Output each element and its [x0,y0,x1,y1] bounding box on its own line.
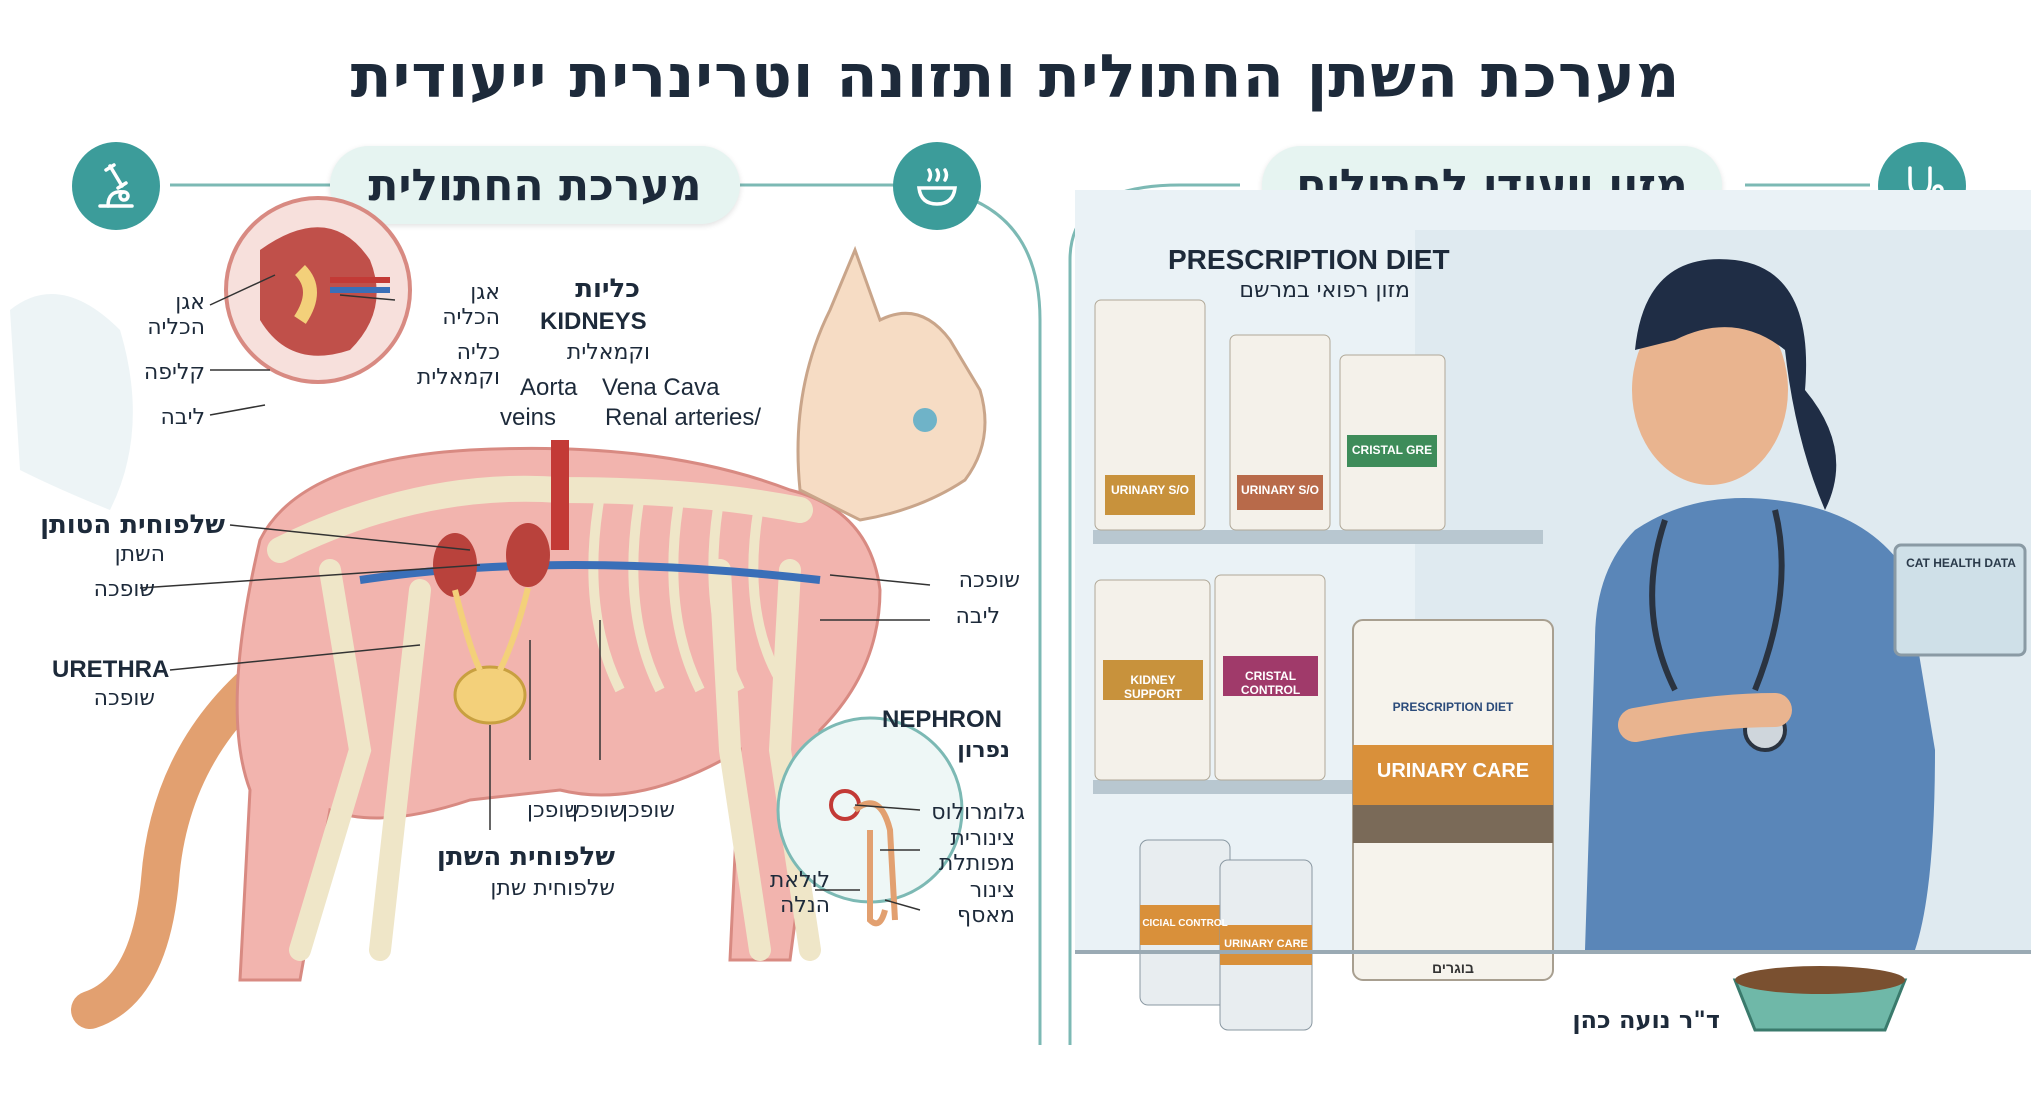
label-tubule: צינורית מפותלת [938,826,1015,876]
big-bag-brand: PRESCRIPTION DIET [1392,700,1514,714]
label-glomerulus: גלומרולוס [931,800,1025,825]
label-ureters-sub2: שופכה [93,577,155,602]
bag-label-1: URINARY S/O [1110,483,1189,497]
label-veins: veins [500,404,557,431]
label-renal-pelvis-top: אגן הכליה [442,280,500,330]
monitor-text: CAT HEALTH DATA [1906,556,2016,570]
doctor-name: ד"ר נועה כהן [1572,1006,1720,1034]
label-urethra-en: URETHRA [52,656,170,683]
label-shofcha-right: שופכה [958,568,1020,593]
label-kidneys-he: כליות [575,274,640,304]
big-bag-footer: בוגרים [1432,960,1474,976]
clinic-illustration [1075,190,2031,1032]
bag-label-3: CRISTAL GRE [1351,443,1433,457]
left-panel-header: מערכת החתולית [330,146,740,224]
shelf-title: PRESCRIPTION DIET [1168,244,1450,275]
label-loop: לולאת הנלה [769,868,830,918]
label-medulla: ליבה [160,405,205,430]
label-kidneys-en: KIDNEYS [540,308,647,335]
label-renal-arteries: Renal arteries/ [605,404,762,431]
food-bowl-icon [893,142,981,230]
bag-label-4: KIDNEY SUPPORT [1123,673,1182,701]
label-kidneys-sub: וקמאלית [566,340,650,365]
bag-label-2: URINARY S/O [1240,483,1319,497]
label-nephron-he: נפרון [957,738,1010,763]
label-vena-cava: Vena Cava [602,374,720,401]
label-nephron-en: NEPHRON [882,706,1003,733]
label-renal-pelvis: אגן הכליה [147,290,205,340]
bag-label-5: CRISTAL CONTROL [1240,669,1301,697]
microscope-icon [72,142,160,230]
label-cortex: קליפה [143,360,205,385]
label-aorta: Aorta [520,374,578,401]
label-shofchan-3: שופכן [622,798,675,823]
label-bladder-title: שלפוחית השתן [436,842,615,872]
label-urethra-he: שופכה [93,686,155,711]
label-shofchan-2: שופכן [572,798,625,823]
can-label-1: CICIAL CONTROL [1142,918,1228,929]
cat-anatomy-illustration [10,196,987,1029]
label-bladder-sub: שלפוחית שתן [490,876,615,901]
shelf-subtitle: מזון רפואי במרשם [1239,278,1410,303]
page-title: מערכת השתן החתולית ותזונה וטרינרית ייעוד… [350,42,1681,112]
label-shofchan-1: שופכן [527,798,580,823]
label-collecting-duct: צינור מאסף [957,878,1015,928]
label-liver-right: ליבה [955,604,1000,629]
big-bag-name: URINARY CARE [1376,760,1530,782]
label-ureters-title: שלפוחית הטותן [40,510,225,540]
label-ureters-sub1: השתן [114,542,165,567]
can-label-2: URINARY CARE [1224,938,1308,950]
label-kidney-vein: כליה וקמאלית [416,340,500,390]
